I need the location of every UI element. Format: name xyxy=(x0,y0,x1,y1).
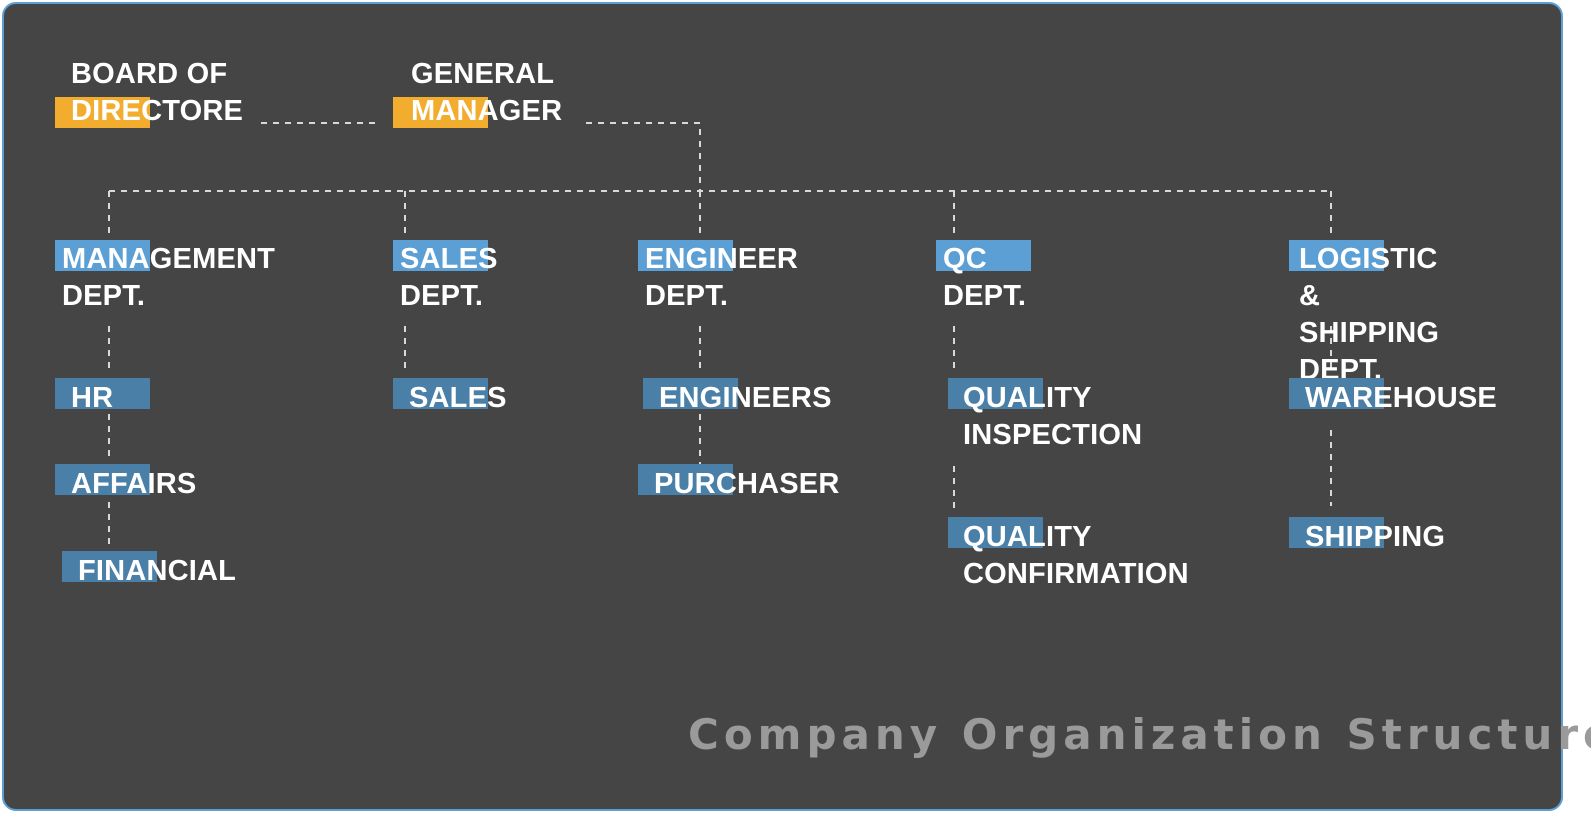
highlight-bar xyxy=(638,240,733,271)
highlight-bar xyxy=(948,517,1043,548)
node-label: WAREHOUSE xyxy=(1305,382,1497,414)
highlight-bar xyxy=(643,378,738,409)
node-label: AFFAIRS xyxy=(71,468,197,500)
node-label: ENGINEER DEPT. xyxy=(645,243,799,312)
node-label: SALES DEPT. xyxy=(400,243,498,312)
highlight-bar xyxy=(936,240,1031,271)
highlight-bar xyxy=(1289,240,1384,271)
highlight-bar xyxy=(1289,517,1384,548)
highlight-bar xyxy=(55,97,150,128)
node-label: BOARD OF DIRECTORE xyxy=(71,58,244,127)
node-label: QC DEPT. xyxy=(943,243,1027,312)
node-label: ENGINEERS xyxy=(659,382,832,414)
highlight-bar xyxy=(393,378,488,409)
node-label: QUALITY CONFIRMATION xyxy=(963,521,1189,590)
diagram-caption: Company Organization Structure xyxy=(688,710,1591,759)
highlight-bar xyxy=(393,97,488,128)
highlight-bar xyxy=(638,464,733,495)
highlight-bar xyxy=(55,378,150,409)
highlight-bar xyxy=(55,240,150,271)
node-label: FINANCIAL xyxy=(78,555,237,587)
node-label: GENERAL MANAGER xyxy=(411,58,563,127)
node-label: HR xyxy=(71,382,114,414)
node-label: LOGISTIC & SHIPPING DEPT. xyxy=(1299,243,1440,386)
node-label: SHIPPING xyxy=(1305,521,1446,553)
node-label: SALES xyxy=(409,382,507,414)
node-label: QUALITY INSPECTION xyxy=(963,382,1143,451)
highlight-bar xyxy=(393,240,488,271)
highlight-bar xyxy=(62,551,157,582)
node-label: PURCHASER xyxy=(654,468,840,500)
highlight-bar xyxy=(948,378,1043,409)
highlight-bar xyxy=(55,464,150,495)
node-label: MANAGEMENT DEPT. xyxy=(62,243,276,312)
highlight-bar xyxy=(1289,378,1384,409)
